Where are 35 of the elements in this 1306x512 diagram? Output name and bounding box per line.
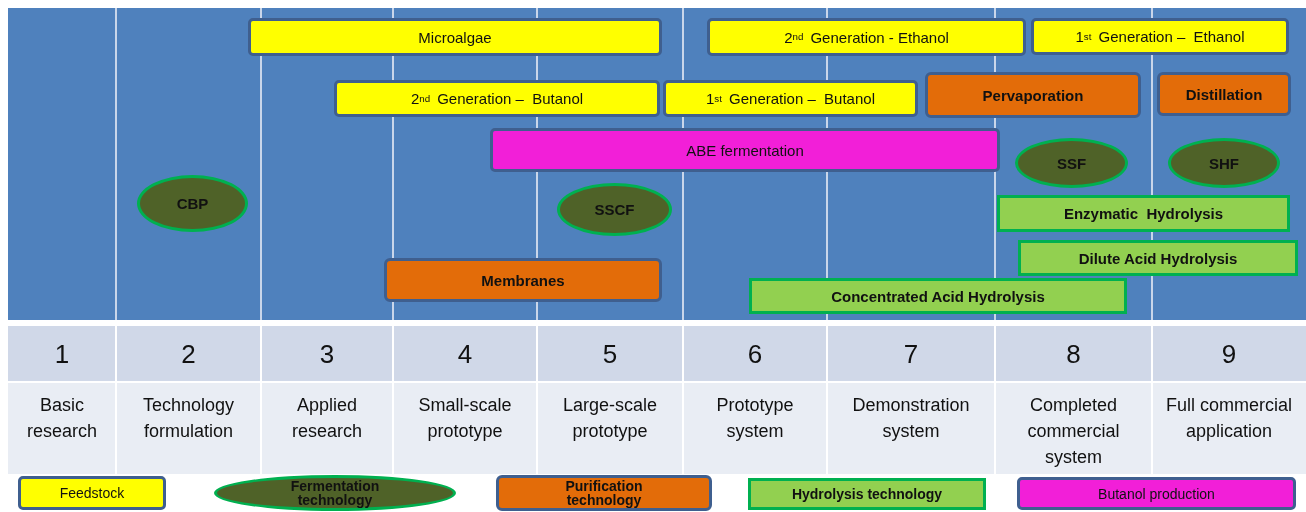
hydrolysis-bar: Dilute Acid Hydrolysis [1018, 240, 1298, 276]
purification-bar: Pervaporation [925, 72, 1141, 118]
level-description: Small-scale prototype [417, 394, 513, 443]
butanol-production-bar: ABE fermentation [490, 128, 1000, 172]
level-number: 7 [902, 337, 920, 371]
level-description: Technology formulation [141, 394, 236, 443]
feedstock-bar: 2$^{nd}$ Generation - Ethanol [707, 18, 1026, 56]
purification-bar: Membranes [384, 258, 662, 302]
legend-key: Butanol production [1017, 477, 1296, 510]
level-description: Basic research [26, 394, 98, 443]
feedstock-bar: 1$^{st}$ Generation – Butanol [663, 80, 918, 117]
legend-key: Purification technology [496, 475, 712, 511]
level-number: 8 [1065, 337, 1082, 371]
legend-key: Fermentation technology [214, 475, 456, 511]
level-description: Demonstration system [851, 394, 971, 443]
level-description: Completed commercial system [1026, 394, 1121, 469]
level-number: 3 [318, 337, 336, 371]
level-description: Applied research [291, 394, 363, 443]
hydrolysis-bar: Concentrated Acid Hydrolysis [749, 278, 1127, 314]
level-description: Prototype system [715, 394, 795, 443]
level-number: 9 [1220, 337, 1238, 371]
hydrolysis-bar: Enzymatic Hydrolysis [997, 195, 1290, 232]
purification-bar: Distillation [1157, 72, 1291, 116]
feedstock-bar: 1$^{st}$ Generation – Ethanol [1031, 18, 1289, 55]
level-number: 2 [180, 337, 197, 371]
feedstock-bar: 2$^{nd}$ Generation – Butanol [334, 80, 660, 117]
level-description: Full commercial application [1165, 394, 1293, 443]
legend-key: Hydrolysis technology [748, 478, 986, 510]
legend-key: Feedstock [18, 476, 166, 510]
level-number: 5 [601, 337, 619, 371]
level-number: 6 [746, 337, 764, 371]
level-number: 4 [456, 337, 474, 371]
feedstock-bar: Microalgae [248, 18, 662, 56]
level-description: Large-scale prototype [561, 394, 659, 443]
level-number: 1 [53, 337, 71, 371]
